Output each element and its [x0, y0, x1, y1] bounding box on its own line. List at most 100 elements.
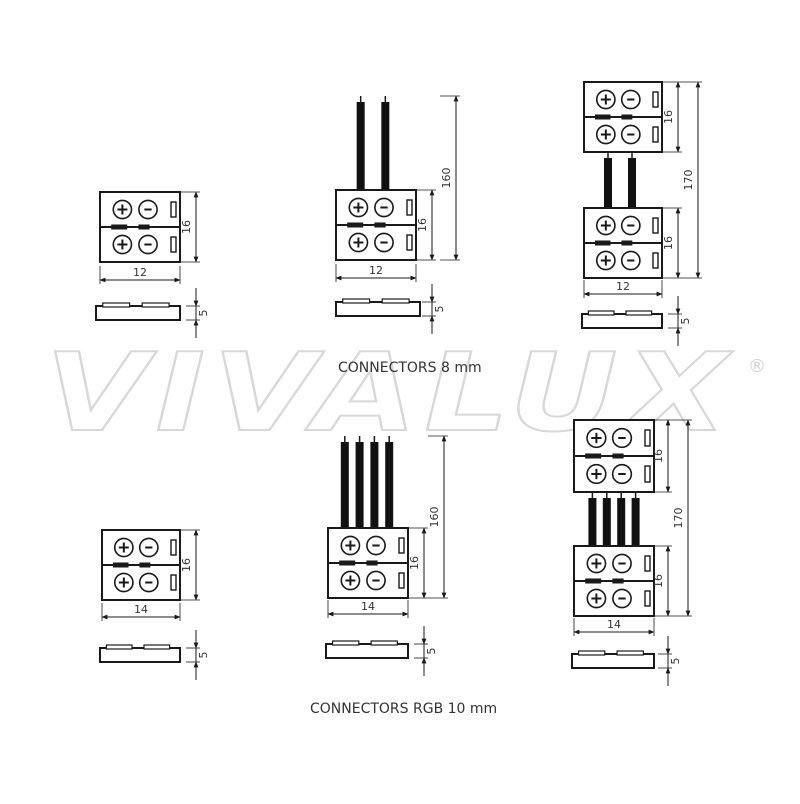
- dimension-label: 5: [679, 318, 692, 325]
- connector-profile-plate: [335, 298, 421, 317]
- thickness-dimension: 5: [668, 296, 692, 346]
- connector-body: [101, 529, 181, 601]
- latch-tab: [652, 217, 659, 234]
- width-dimension: 12: [99, 266, 181, 284]
- connector-8mm-double: 16 16 170 12 5: [581, 81, 702, 346]
- plate-contact: [102, 302, 131, 308]
- contact-clip: [621, 240, 633, 246]
- plate-outline: [571, 653, 655, 669]
- connector-wires: [604, 152, 636, 208]
- latch-tab: [170, 201, 177, 218]
- wire: [602, 498, 611, 546]
- wire: [628, 158, 636, 208]
- wire: [604, 158, 612, 208]
- wire: [385, 442, 394, 528]
- plate-contact: [105, 644, 133, 650]
- contact-clip: [585, 578, 602, 584]
- contact-clip: [139, 562, 151, 568]
- watermark: VIVALUX ®: [44, 330, 766, 457]
- connector-wires: [356, 96, 390, 190]
- width-dimension: 12: [335, 264, 417, 282]
- connector-profile-plate: [581, 310, 663, 329]
- dimension-label: 16: [652, 574, 665, 588]
- dimension-label: 160: [428, 507, 441, 528]
- contact-clip: [138, 224, 150, 230]
- latch-tab: [398, 537, 405, 554]
- contact-clip: [612, 453, 624, 459]
- connector-body-bottom: [573, 545, 655, 617]
- plate-outline: [325, 643, 409, 659]
- upper-height-dimension: 16: [652, 419, 672, 493]
- wire: [340, 442, 349, 528]
- thickness-dimension: 5: [186, 288, 210, 338]
- latch-tab: [170, 236, 177, 253]
- dimension-label: 5: [669, 658, 682, 665]
- connector-body: [99, 191, 181, 263]
- plate-outline: [335, 301, 421, 317]
- dimension-label: 5: [433, 306, 446, 313]
- connector-rgb-wired: 160 16 14 5: [325, 435, 448, 676]
- contact-clip: [366, 560, 378, 566]
- dimension-label: 16: [180, 220, 193, 234]
- connector-profile-plate: [325, 640, 409, 659]
- dimension-label: 170: [672, 508, 685, 529]
- connector-profile-plate: [99, 644, 181, 663]
- wire: [370, 442, 379, 528]
- connector-profile-plate: [571, 650, 655, 669]
- thickness-dimension: 5: [414, 626, 438, 676]
- connector-rgb-double: 16 16 170 14 5: [571, 419, 692, 686]
- connector-body-top: [583, 81, 663, 153]
- contact-clip: [112, 562, 129, 568]
- wire: [588, 498, 597, 546]
- contact-clip: [374, 222, 386, 228]
- width-dimension: 12: [583, 280, 663, 298]
- contact-clip: [347, 222, 364, 228]
- dimension-label: 16: [652, 449, 665, 463]
- dimension-label: 5: [425, 648, 438, 655]
- contact-clip: [594, 240, 611, 246]
- plate-contact: [141, 302, 170, 308]
- wire-length-dimension: 160: [440, 95, 460, 261]
- watermark-registered-mark: ®: [748, 356, 766, 377]
- contact-clip: [339, 560, 356, 566]
- dimension-label: 170: [682, 170, 695, 191]
- total-length-dimension: 170: [682, 81, 702, 279]
- connector-body-bottom: [583, 207, 663, 279]
- watermark-text: VIVALUX: [45, 331, 735, 456]
- dimension-label: 5: [197, 310, 210, 317]
- dimension-label: 14: [134, 603, 148, 616]
- dimension-label: 16: [408, 556, 421, 570]
- thickness-dimension: 5: [186, 630, 210, 680]
- latch-tab: [170, 574, 177, 591]
- latch-tab: [652, 252, 659, 269]
- dimension-label: 160: [440, 168, 453, 189]
- lower-height-dimension: 16: [662, 207, 682, 279]
- wire: [356, 102, 365, 190]
- plate-contact: [342, 298, 371, 304]
- contact-clip: [111, 224, 128, 230]
- dimension-label: 12: [616, 280, 630, 293]
- connector-rgb-plain: 16 14 5: [99, 529, 210, 680]
- plate-contact: [625, 310, 653, 316]
- total-length-dimension: 170: [672, 419, 692, 617]
- plate-outline: [581, 313, 663, 329]
- connector-body: [327, 527, 409, 599]
- connector-wires: [588, 492, 640, 546]
- thickness-dimension: 5: [422, 284, 446, 334]
- dimension-label: 14: [607, 618, 621, 631]
- latch-tab: [652, 91, 659, 108]
- wire: [631, 498, 640, 546]
- latch-tab: [170, 539, 177, 556]
- plate-contact: [143, 644, 171, 650]
- width-dimension: 14: [327, 600, 409, 618]
- width-dimension: 14: [573, 618, 655, 636]
- connector-wires: [340, 436, 394, 528]
- plate-contact: [616, 650, 644, 656]
- latch-tab: [644, 429, 651, 447]
- caption-connectors-rgb-10mm: CONNECTORS RGB 10 mm: [310, 701, 497, 717]
- height-dimension: 16: [180, 191, 200, 263]
- lower-height-dimension: 16: [652, 545, 672, 617]
- dimension-label: 16: [662, 110, 675, 124]
- plate-contact: [587, 310, 615, 316]
